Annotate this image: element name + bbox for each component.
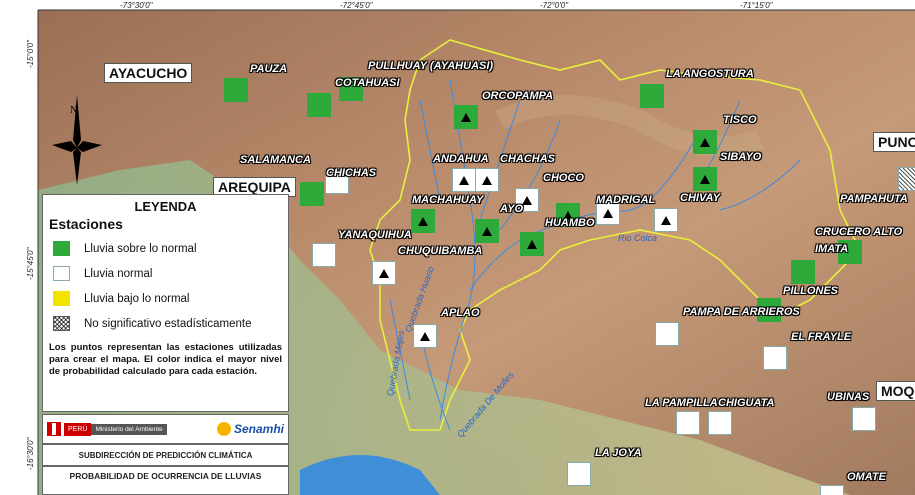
subdireccion-label: SUBDIRECCIÓN DE PREDICCIÓN CLIMÁTICA xyxy=(42,444,289,466)
station-label: CHIGUATA xyxy=(718,397,775,409)
station-label: CHUQUIBAMBA xyxy=(398,245,483,257)
station-label: TISCO xyxy=(723,114,757,126)
station-marker[interactable] xyxy=(852,407,876,431)
station-marker[interactable] xyxy=(838,240,862,264)
station-marker[interactable] xyxy=(325,170,349,194)
station-marker[interactable] xyxy=(556,203,580,227)
station-marker[interactable] xyxy=(654,208,678,232)
yellow-swatch-icon xyxy=(53,291,70,306)
station-label: IMATA xyxy=(815,243,849,255)
station-marker[interactable] xyxy=(757,298,781,322)
station-label: COTAHUASI xyxy=(335,77,400,89)
station-marker[interactable] xyxy=(307,93,331,117)
station-marker[interactable] xyxy=(676,411,700,435)
legend-item: No significativo estadísticamente xyxy=(49,311,282,336)
station-marker[interactable] xyxy=(763,346,787,370)
station-label: PULLHUAY (AYAHUASI) xyxy=(368,60,494,72)
region-label-ayacucho: AYACUCHO xyxy=(104,63,193,83)
legend-subtitle: Estaciones xyxy=(49,216,123,232)
map-title: PROBABILIDAD DE OCURRENCIA DE LLUVIAS xyxy=(42,466,289,495)
coord-label: -71°15'0" xyxy=(740,1,773,10)
station-marker[interactable] xyxy=(655,322,679,346)
station-marker[interactable] xyxy=(820,485,844,495)
station-marker[interactable] xyxy=(454,105,478,129)
logo-strip: PERÚ Ministerio del Ambiente Senamhi xyxy=(42,414,289,444)
senamhi-logo: Senamhi xyxy=(216,422,284,436)
station-label: SALAMANCA xyxy=(240,154,311,166)
station-marker[interactable] xyxy=(567,462,591,486)
station-label: LA ANGOSTURA xyxy=(666,68,754,80)
station-label: LA PAMPILLA xyxy=(645,397,718,409)
station-label: PAMPAHUTA xyxy=(840,193,908,205)
station-marker[interactable] xyxy=(898,167,915,191)
station-marker[interactable] xyxy=(475,168,499,192)
station-label: MADRIGAL xyxy=(596,194,656,206)
station-label: CHIVAY xyxy=(680,192,720,204)
station-marker[interactable] xyxy=(413,324,437,348)
station-marker[interactable] xyxy=(339,77,363,101)
station-marker[interactable] xyxy=(640,84,664,108)
station-marker[interactable] xyxy=(708,411,732,435)
station-marker[interactable] xyxy=(372,261,396,285)
region-label-arequipa: AREQUIPA xyxy=(213,177,296,197)
station-marker[interactable] xyxy=(520,232,544,256)
station-label: ANDAHUA xyxy=(433,153,489,165)
station-label: CHICHAS xyxy=(326,167,377,179)
svg-text:N: N xyxy=(70,105,77,116)
legend-item: Lluvia normal xyxy=(49,261,282,286)
station-label: HUAMBO xyxy=(545,217,595,229)
station-marker[interactable] xyxy=(300,182,324,206)
station-label: OMATE xyxy=(847,471,886,483)
peru-logo: PERÚ Ministerio del Ambiente xyxy=(47,420,167,438)
legend-title: LEYENDA xyxy=(134,199,197,214)
station-label: PAUZA xyxy=(250,63,288,75)
station-marker[interactable] xyxy=(452,168,476,192)
station-label: PILLONES xyxy=(783,285,839,297)
white-swatch-icon xyxy=(53,266,70,281)
river-label: Rio Colca xyxy=(618,233,658,243)
station-label: CRUCERO ALTO xyxy=(815,226,903,238)
region-label-puno: PUNO xyxy=(873,132,915,152)
station-label: ORCOPAMPA xyxy=(482,90,554,102)
station-marker[interactable] xyxy=(475,219,499,243)
hatched-swatch-icon xyxy=(53,316,70,331)
station-label: UBINAS xyxy=(827,391,870,403)
map-legend: LEYENDA Estaciones Lluvia sobre lo norma… xyxy=(42,194,289,412)
station-label: CHACHAS xyxy=(500,153,555,165)
green-swatch-icon xyxy=(53,241,70,256)
station-marker[interactable] xyxy=(693,130,717,154)
region-label-moquegua: MOQ xyxy=(876,381,915,401)
coord-label: -72°0'0" xyxy=(540,1,569,10)
station-marker[interactable] xyxy=(312,243,336,267)
station-label: AYO xyxy=(500,203,524,215)
station-label: MACHAHUAY xyxy=(412,194,484,206)
peru-flag-icon xyxy=(47,422,61,436)
coord-label: -16°30'0" xyxy=(26,437,35,470)
station-marker[interactable] xyxy=(693,167,717,191)
station-label: SIBAYO xyxy=(720,151,762,163)
coord-label: -73°30'0" xyxy=(120,1,153,10)
coord-label: -15°0'0" xyxy=(26,39,35,68)
legend-item: Lluvia sobre lo normal xyxy=(49,236,282,261)
station-label: YANAQUIHUA xyxy=(338,229,412,241)
station-label: LA JOYA xyxy=(595,447,642,459)
station-label: CHOCO xyxy=(543,172,584,184)
coord-label: -72°45'0" xyxy=(340,1,373,10)
station-label: PAMPA DE ARRIEROS xyxy=(683,306,800,318)
station-marker[interactable] xyxy=(596,201,620,225)
north-arrow-icon: N xyxy=(52,95,102,185)
station-label: APLAO xyxy=(441,307,480,319)
station-marker[interactable] xyxy=(791,260,815,284)
coord-label: -15°45'0" xyxy=(26,247,35,280)
legend-item: Lluvia bajo lo normal xyxy=(49,286,282,311)
sun-icon xyxy=(216,422,231,436)
station-marker[interactable] xyxy=(224,78,248,102)
station-marker[interactable] xyxy=(515,188,539,212)
station-label: EL FRAYLE xyxy=(791,331,852,343)
station-marker[interactable] xyxy=(411,209,435,233)
legend-note: Los puntos representan las estaciones ut… xyxy=(49,342,282,377)
